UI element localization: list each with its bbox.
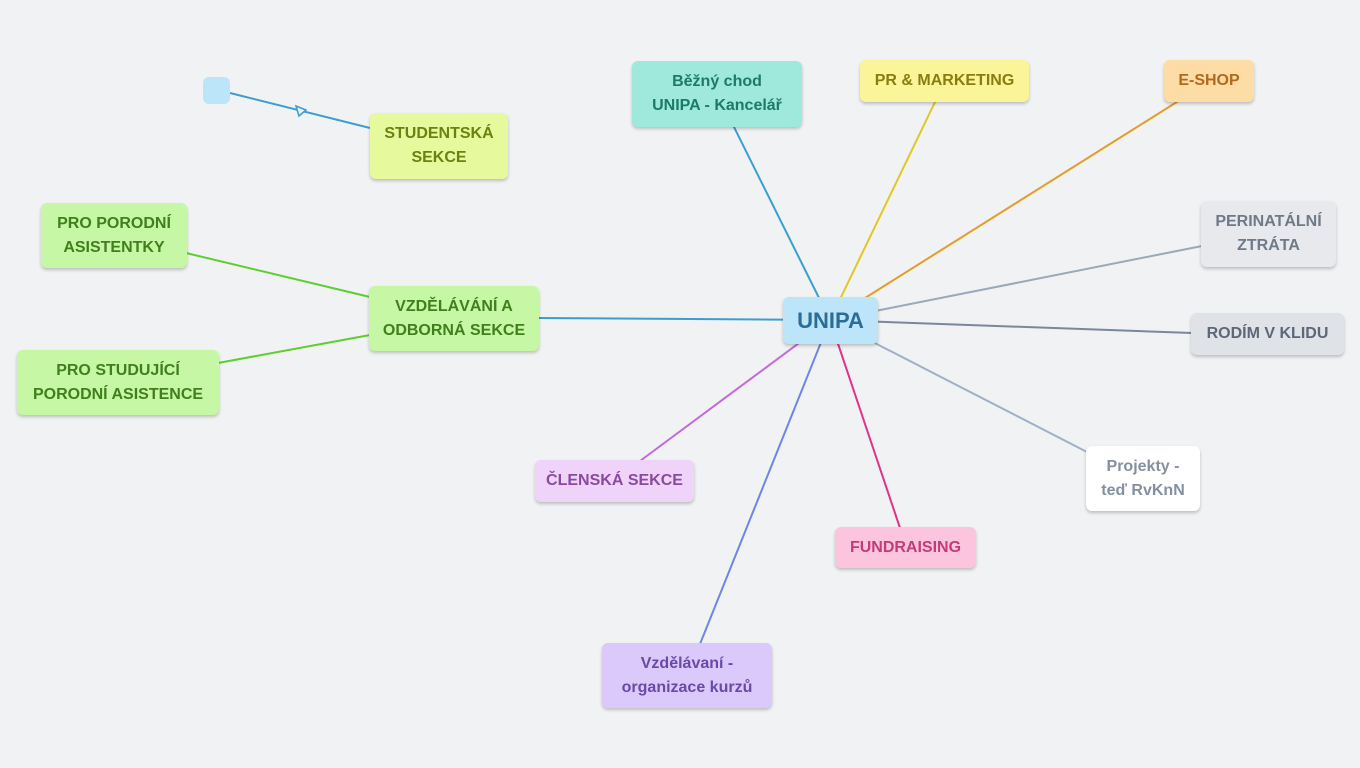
topic-pr-marketing[interactable]: PR & MARKETING	[860, 60, 1029, 102]
topic-rodim-v-klidu[interactable]: RODÍM V KLIDU	[1191, 313, 1344, 355]
subtopic-pro-porodni-asistentky[interactable]: PRO PORODNÍ ASISTENTKY	[41, 203, 187, 268]
topic-label: Běžný chod UNIPA - Kancelář	[652, 73, 782, 114]
topic-label: ČLENSKÁ SEKCE	[546, 472, 683, 489]
link-fundraising	[829, 319, 901, 529]
link-vzdelavani	[537, 317, 831, 321]
topic-label: PRO STUDUJÍCÍ PORODNÍ ASISTENCE	[32, 361, 204, 403]
topic-projekty[interactable]: Projekty - teď RvKnN	[1086, 446, 1200, 511]
topic-eshop[interactable]: E-SHOP	[1164, 60, 1254, 102]
empty-topic-node[interactable]	[203, 77, 230, 104]
central-topic-unipa[interactable]: UNIPA	[783, 297, 878, 344]
topic-label: PERINATÁLNÍ ZTRÁTA	[1215, 213, 1322, 254]
topic-label: STUDENTSKÁ SEKCE	[384, 125, 494, 166]
topic-fundraising[interactable]: FUNDRAISING	[835, 527, 976, 568]
link-rodim	[829, 319, 1193, 334]
topic-label: VZDĚLÁVÁNÍ A ODBORNÁ SEKCE	[382, 297, 526, 339]
arrow-head-icon	[294, 104, 308, 118]
subtopic-pro-studujici[interactable]: PRO STUDUJÍCÍ PORODNÍ ASISTENCE	[17, 350, 219, 415]
topic-label: PR & MARKETING	[874, 72, 1015, 89]
topic-clenska-sekce[interactable]: ČLENSKÁ SEKCE	[535, 460, 694, 502]
topic-label: Projekty - teď RvKnN	[1101, 457, 1185, 499]
link-pr	[829, 99, 937, 321]
topic-bezny-chod[interactable]: Běžný chod UNIPA - Kancelář	[632, 61, 802, 127]
topic-label: Vzdělávaní - organizace kurzů	[621, 654, 753, 696]
link-vzdelavani-kurzy	[699, 319, 831, 645]
link-perinatal	[829, 245, 1203, 321]
topic-vzdelavani-kurzy[interactable]: Vzdělávaní - organizace kurzů	[602, 643, 772, 708]
topic-label: FUNDRAISING	[849, 538, 962, 556]
topic-vzdelavani-odborna-sekce[interactable]: VZDĚLÁVÁNÍ A ODBORNÁ SEKCE	[369, 286, 539, 351]
central-topic-label: UNIPA	[797, 307, 864, 333]
link-pro-studujici	[217, 334, 371, 364]
topic-label: PRO PORODNÍ ASISTENTKY	[57, 214, 171, 256]
topic-perinatalni-ztrata[interactable]: PERINATÁLNÍ ZTRÁTA	[1201, 201, 1336, 267]
topic-studentska-sekce[interactable]: STUDENTSKÁ SEKCE	[370, 113, 508, 179]
link-eshop	[829, 99, 1181, 321]
topic-label: E-SHOP	[1178, 72, 1240, 89]
topic-label: RODÍM V KLIDU	[1206, 325, 1329, 342]
link-pro-porodni	[185, 252, 371, 298]
link-bezny	[732, 124, 831, 321]
